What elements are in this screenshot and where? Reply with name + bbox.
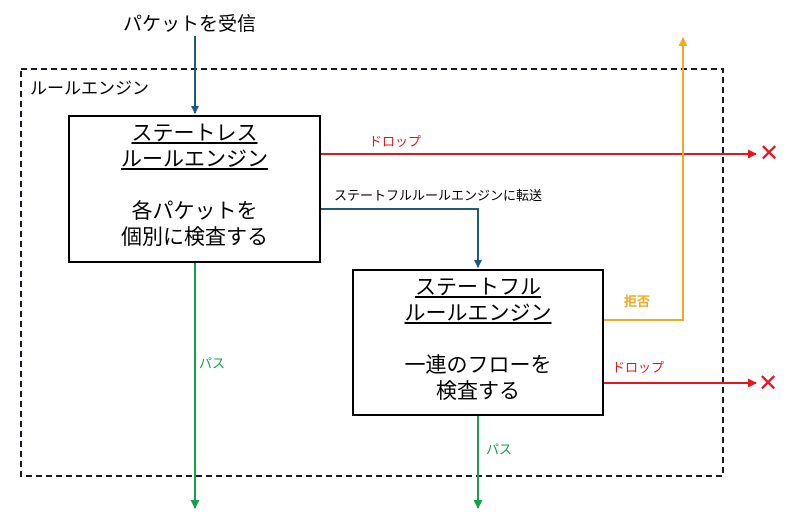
stateful-title-line2: ルールエンジン: [404, 301, 552, 325]
rule-engine-container: [20, 68, 724, 477]
stateless-desc-line2: 個別に検査する: [121, 225, 268, 249]
stateless-title-line2: ルールエンジン: [121, 147, 268, 171]
stateful-reject-label: 拒否: [624, 295, 651, 310]
drop-x-icon: ✕: [759, 139, 780, 167]
drop-x-icon: ✕: [758, 369, 779, 397]
stateless-drop-label: ドロップ: [369, 135, 422, 150]
stateless-pass-label: パス: [199, 357, 226, 372]
stateless-desc-line1: 各パケットを: [131, 199, 258, 223]
forward-arrow: [321, 208, 482, 268]
stateless-title-line1: ステートレス: [131, 121, 258, 145]
stateful-reject-arrow: [604, 37, 688, 321]
stateful-desc-line1: 一連のフローを: [404, 353, 552, 377]
stateless-rule-engine-box: ステートレス ルールエンジン 各パケットを 個別に検査する: [68, 115, 321, 263]
container-label: ルールエンジン: [30, 79, 149, 99]
stateful-desc-line2: 検査する: [436, 379, 520, 403]
stateful-drop-label: ドロップ: [612, 361, 665, 376]
stateful-title-line1: ステートフル: [415, 275, 541, 299]
stateful-pass-label: パス: [486, 443, 513, 458]
input-label: パケットを受信: [123, 13, 257, 35]
forward-label: ステートフルルールエンジンに転送: [334, 189, 543, 204]
stateful-rule-engine-box: ステートフル ルールエンジン 一連のフローを 検査する: [352, 269, 604, 416]
